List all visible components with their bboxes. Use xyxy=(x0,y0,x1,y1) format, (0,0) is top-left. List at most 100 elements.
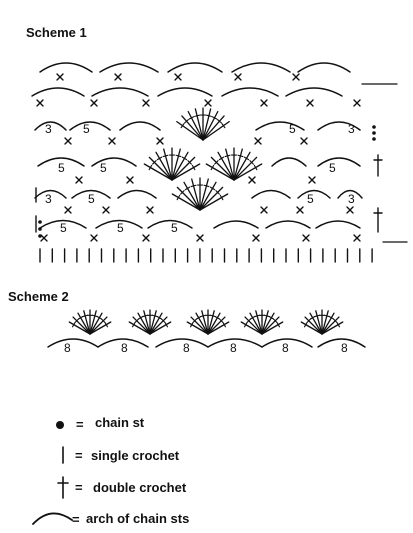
x-stroke xyxy=(196,234,204,242)
double-crochet-bar xyxy=(219,194,224,201)
legend-equals: = xyxy=(76,417,84,432)
chart-number: 5 xyxy=(307,192,314,206)
legend-double-crochet: = double crochet xyxy=(57,476,187,499)
single-crochet-mark xyxy=(142,99,150,107)
single-crochet-mark xyxy=(90,234,98,242)
double-crochet-bar xyxy=(104,321,109,328)
double-crochet-bar xyxy=(156,156,163,161)
fan-of-double-crochets xyxy=(143,147,201,181)
double-crochet-bar xyxy=(224,154,231,158)
chain-arch xyxy=(71,189,111,199)
x-stroke xyxy=(252,234,260,242)
double-crochet-bar xyxy=(276,321,281,328)
double-crochet-stroke xyxy=(315,310,323,335)
arch-icon xyxy=(32,512,73,525)
chain-stitch-dot xyxy=(38,220,42,224)
x-stroke xyxy=(248,176,256,184)
chain-arch xyxy=(31,87,85,97)
double-crochet-bar xyxy=(142,314,149,318)
chart-number: 5 xyxy=(100,161,107,175)
double-crochet-stroke xyxy=(171,193,201,211)
double-crochet-bar xyxy=(336,321,341,328)
legend-arch-label: arch of chain sts xyxy=(86,511,189,526)
double-crochet-stroke xyxy=(176,120,204,141)
double-crochet-bar xyxy=(180,190,185,195)
double-crochet-stroke xyxy=(77,312,91,335)
x-stroke xyxy=(308,176,316,184)
single-crochet-mark xyxy=(126,176,134,184)
double-crochet-stroke xyxy=(199,186,224,211)
x-stroke xyxy=(306,99,314,107)
chain-arch xyxy=(39,62,93,73)
scheme1-single-crochets xyxy=(36,73,361,242)
double-crochet-stroke xyxy=(149,316,168,335)
single-crochet-mark xyxy=(302,234,310,242)
fan-of-double-crochets xyxy=(205,147,263,181)
double-crochet-bar xyxy=(176,194,181,201)
double-crochet-bar xyxy=(332,318,338,324)
fan-of-double-crochets xyxy=(128,309,172,335)
legend-equals: = xyxy=(75,448,83,463)
single-crochet-mark xyxy=(260,99,268,107)
x-stroke xyxy=(75,176,83,184)
chain-arch xyxy=(337,189,363,199)
chain-arch xyxy=(147,219,193,229)
scheme1-edge-marks xyxy=(35,83,408,243)
double-crochet-bar xyxy=(195,315,202,320)
double-crochet-bar xyxy=(254,314,261,318)
x-stroke xyxy=(260,99,268,107)
chain-arch xyxy=(69,121,111,131)
double-crochet-stroke xyxy=(195,312,209,335)
double-crochet-bar xyxy=(160,318,166,324)
double-crochet-stroke xyxy=(240,321,263,335)
double-crochet-stroke xyxy=(304,316,323,335)
double-crochet-stroke xyxy=(199,181,217,211)
single-crochet-mark xyxy=(308,176,316,184)
double-crochet-bar xyxy=(272,318,278,324)
x-stroke xyxy=(40,234,48,242)
single-crochet-mark xyxy=(146,206,154,214)
scheme1-arches xyxy=(31,62,363,229)
single-crochet-mark xyxy=(296,206,304,214)
double-crochet-bar xyxy=(187,160,192,165)
double-crochet-bar xyxy=(249,315,256,320)
double-crochet-bar xyxy=(222,321,227,328)
double-crochet-bar xyxy=(134,318,140,324)
single-crochet-mark xyxy=(252,234,260,242)
scheme1-foundation-row xyxy=(39,248,373,263)
double-crochet-stroke xyxy=(171,148,181,181)
x-stroke xyxy=(142,99,150,107)
double-crochet-bar xyxy=(96,315,103,320)
double-crochet-bar xyxy=(323,314,330,318)
single-crochet-mark xyxy=(260,206,268,214)
double-crochet-bar xyxy=(137,315,144,320)
double-crochet-stroke xyxy=(207,310,215,335)
x-stroke xyxy=(156,137,164,145)
chart-number: 8 xyxy=(282,341,289,355)
x-stroke xyxy=(64,137,72,145)
chart-number: 3 xyxy=(45,122,52,136)
double-crochet-stroke xyxy=(244,316,263,335)
double-crochet-stroke xyxy=(233,148,243,181)
chart-number: 8 xyxy=(183,341,190,355)
double-crochet-bar xyxy=(314,314,321,318)
double-crochet-bar xyxy=(190,184,197,188)
single-crochet-mark xyxy=(108,137,116,145)
x-stroke xyxy=(126,176,134,184)
double-crochet-stroke xyxy=(187,110,204,141)
legend-equals: = xyxy=(72,512,80,527)
single-crochet-mark xyxy=(75,176,83,184)
double-crochet-bar xyxy=(218,156,225,161)
double-crochet-bar xyxy=(164,321,169,328)
double-crochet-stroke xyxy=(202,120,230,141)
double-crochet-bar xyxy=(253,164,258,171)
chain-stitch-dot xyxy=(38,234,42,238)
x-stroke xyxy=(102,206,110,214)
single-crochet-mark xyxy=(156,137,164,145)
double-crochet-stroke xyxy=(183,181,201,211)
x-stroke xyxy=(234,73,242,81)
double-crochet-stroke xyxy=(321,321,344,335)
chain-stitch-dot xyxy=(38,227,42,231)
chart-number: 5 xyxy=(58,161,65,175)
chain-arch xyxy=(119,121,161,131)
